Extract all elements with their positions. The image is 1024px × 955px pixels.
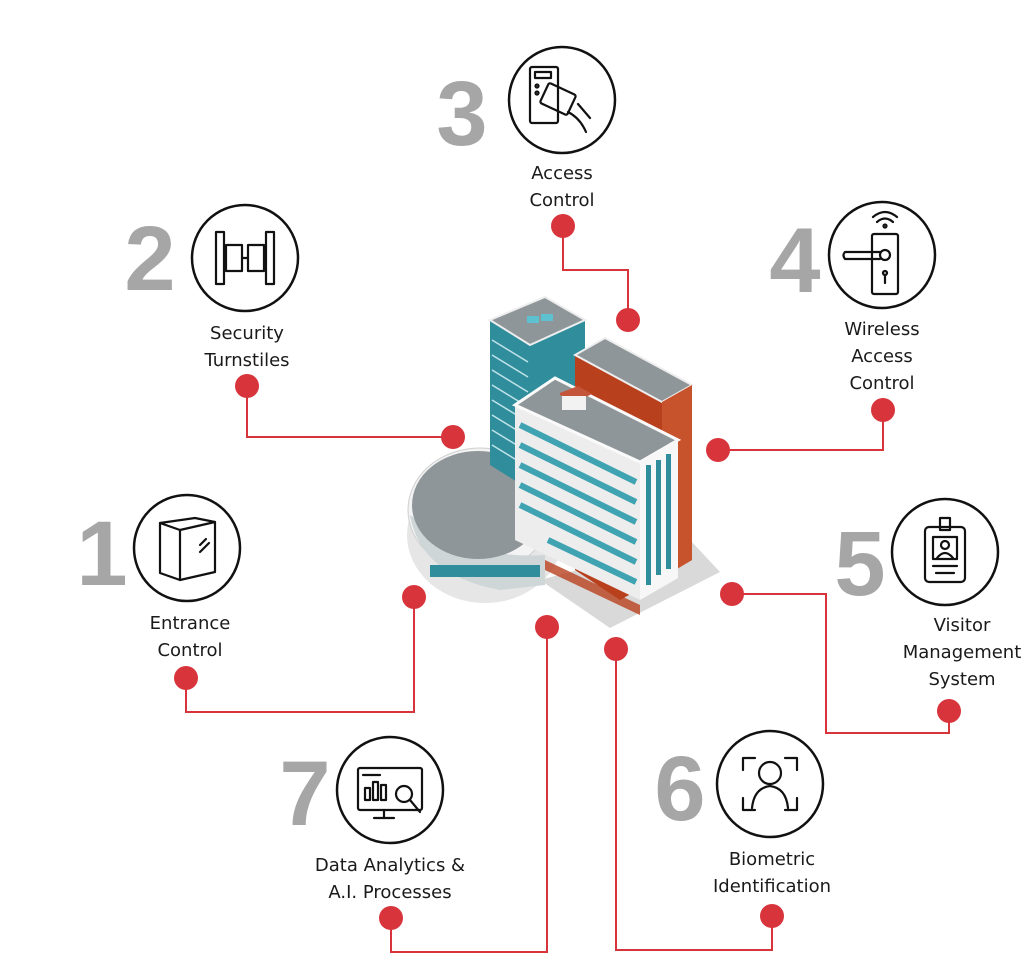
revolving-door-icon	[158, 516, 217, 582]
item-number: 7	[279, 743, 330, 845]
label-line: Data Analytics &	[315, 855, 465, 876]
connector-2	[235, 374, 465, 449]
wireless-door-lock-icon	[842, 210, 900, 296]
label-line: Access	[531, 163, 593, 184]
id-badge-icon	[923, 516, 967, 584]
svg-text:Data Analytics &A.I. Processes: Data Analytics & A.I. Processes	[315, 855, 465, 903]
label-line: Wireless	[844, 319, 919, 340]
face-scan-icon	[741, 756, 799, 812]
label-line: Entrance	[150, 613, 231, 634]
connector-7	[379, 615, 559, 953]
label-line: Visitor	[934, 615, 991, 636]
label-line: Control	[157, 640, 222, 661]
building-illustration	[407, 295, 720, 628]
label-line: A.I. Processes	[328, 882, 451, 903]
label-line: Control	[529, 190, 594, 211]
connector-1	[174, 585, 426, 713]
item-number: 2	[124, 208, 175, 310]
item-data-analytics: 7 Data Analytics & A.I. Processes	[279, 735, 465, 903]
item-number: 6	[654, 738, 705, 840]
connector-5	[720, 582, 961, 734]
analytics-monitor-icon	[356, 766, 424, 820]
label-line: Management	[903, 642, 1022, 663]
connectors	[174, 214, 961, 953]
label-line: Security	[210, 323, 284, 344]
label-line: Access	[851, 346, 913, 367]
connector-6	[604, 637, 784, 951]
item-number: 3	[436, 63, 487, 165]
connector-4	[706, 398, 895, 462]
item-number: 5	[834, 513, 885, 615]
label-line: System	[928, 669, 995, 690]
label-line: Identification	[713, 876, 831, 897]
label-line: Turnstiles	[203, 350, 289, 371]
card-reader-icon	[528, 65, 592, 134]
item-number: 4	[769, 210, 820, 312]
turnstile-gate-icon	[214, 230, 276, 286]
connector-3	[551, 214, 640, 332]
item-number: 1	[76, 503, 127, 605]
label-line: Biometric	[729, 849, 815, 870]
label-line: Control	[849, 373, 914, 394]
